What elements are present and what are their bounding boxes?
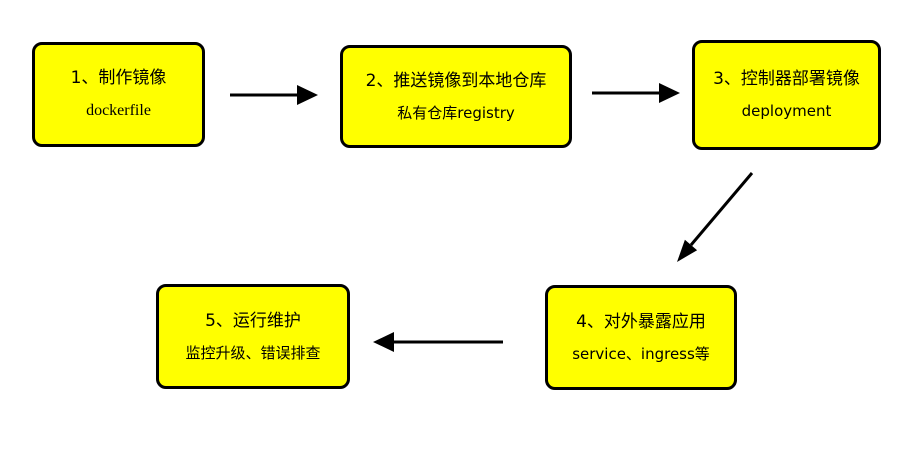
step-title: 3、控制器部署镜像 — [713, 69, 860, 90]
step-subtitle: dockerfile — [86, 102, 151, 120]
flow-step-3-deploy-image: 3、控制器部署镜像 deployment — [692, 40, 881, 150]
step-subtitle: 监控升级、错误排查 — [185, 343, 321, 362]
step-subtitle: deployment — [741, 102, 832, 121]
step-title: 2、推送镜像到本地仓库 — [365, 70, 547, 91]
arrow-step2-to-step3 — [592, 83, 680, 103]
flow-step-1-make-image: 1、制作镜像 dockerfile — [32, 42, 205, 147]
flow-step-4-expose-app: 4、对外暴露应用 service、ingress等 — [545, 285, 737, 390]
step-title: 5、运行维护 — [205, 310, 301, 331]
flow-step-5-operate-maintain: 5、运行维护 监控升级、错误排查 — [156, 284, 350, 389]
step-subtitle: service、ingress等 — [572, 344, 710, 363]
flow-step-2-push-image: 2、推送镜像到本地仓库 私有仓库registry — [340, 45, 572, 148]
step-subtitle: 私有仓库registry — [397, 103, 515, 122]
step-title: 1、制作镜像 — [70, 68, 167, 89]
arrow-step1-to-step2 — [230, 85, 318, 105]
arrow-step4-to-step5 — [373, 332, 503, 352]
arrow-step3-to-step4 — [677, 172, 754, 262]
step-title: 4、对外暴露应用 — [576, 311, 706, 332]
